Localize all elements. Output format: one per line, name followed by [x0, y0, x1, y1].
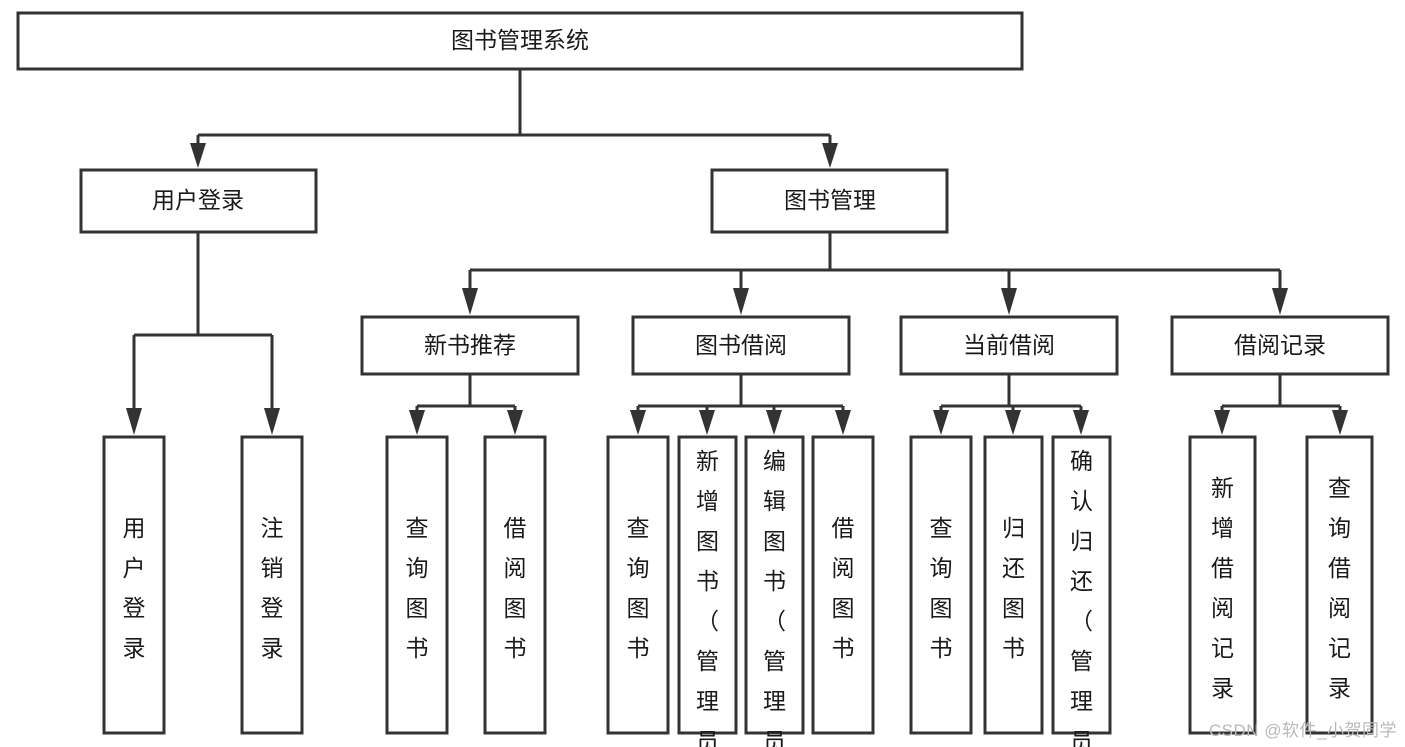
leaf-node-label: 借阅图书 [504, 515, 527, 661]
arrow-head-current-borrow [1001, 288, 1017, 315]
leaf-node[interactable]: 编辑图书（管理员） [744, 435, 805, 747]
node-root[interactable]: 图书管理系统 [16, 11, 1024, 71]
leaf-node-label: 注销登录 [261, 515, 284, 661]
node-book-management-label: 图书管理 [784, 187, 876, 213]
node-new-book-recommend-box[interactable] [360, 315, 580, 376]
arrow-head-leaf-query-record [1332, 410, 1348, 435]
node-root-box[interactable] [16, 11, 1024, 71]
node-book-borrow-box[interactable] [631, 315, 851, 376]
arrow-head-leaf-confirm-return [1073, 410, 1089, 435]
leaf-node[interactable]: 用户登录 [102, 435, 166, 735]
arrow-head-leaf-add-record [1214, 410, 1230, 435]
arrow-head-leaf-borrow-book-1 [507, 410, 523, 435]
leaf-node-box[interactable] [744, 435, 805, 735]
leaf-node-box[interactable] [385, 435, 449, 735]
node-book-borrow-label: 图书借阅 [695, 332, 787, 358]
leaf-node[interactable]: 新增图书（管理员） [677, 435, 738, 747]
node-new-book-recommend-label: 新书推荐 [424, 332, 516, 358]
leaf-node-label: 确认归还（管理员） [1070, 448, 1093, 747]
connector-layer [126, 69, 1348, 435]
arrow-head-user-login [190, 143, 206, 168]
node-current-borrow-box[interactable] [899, 315, 1119, 376]
leaf-node-label: 编辑图书（管理员） [763, 448, 786, 747]
leaf-node-label: 用户登录 [123, 515, 146, 661]
node-current-borrow[interactable]: 当前借阅 [899, 315, 1119, 376]
leaf-node[interactable]: 借阅图书 [483, 435, 547, 735]
leaf-node-box[interactable] [811, 435, 875, 735]
leaf-node-label: 查询图书 [627, 515, 650, 661]
leaf-node-box[interactable] [677, 435, 738, 735]
leaf-node-box[interactable] [483, 435, 547, 735]
leaf-node-box[interactable] [1305, 435, 1374, 735]
leaf-node-label: 新增借阅记录 [1211, 475, 1234, 701]
arrow-head-borrow-record [1272, 288, 1288, 315]
leaf-node-box[interactable] [240, 435, 304, 735]
arrow-head-leaf-query-book-3 [933, 410, 949, 435]
arrow-head-leaf-add-book [699, 410, 715, 435]
node-book-management-box[interactable] [710, 168, 949, 234]
arrow-head-new-book-rec [462, 288, 478, 315]
arrow-head-leaf-return-book [1005, 410, 1021, 435]
leaf-node-label: 查询图书 [930, 515, 953, 661]
leaf-node-box[interactable] [606, 435, 670, 735]
leaf-node-label: 查询借阅记录 [1328, 475, 1351, 701]
node-book-management[interactable]: 图书管理 [710, 168, 949, 234]
node-user-login-box[interactable] [79, 168, 318, 234]
arrow-head-leaf-borrow-book-2 [835, 410, 851, 435]
arrow-head-leaf-user-login [126, 408, 142, 435]
leaf-node[interactable]: 确认归还（管理员） [1051, 435, 1112, 747]
node-user-login-label: 用户登录 [152, 187, 244, 213]
leaf-node-label: 新增图书（管理员） [696, 448, 719, 747]
leaf-node-box[interactable] [983, 435, 1044, 735]
arrow-head-leaf-logout [264, 408, 280, 435]
leaf-node[interactable]: 查询图书 [909, 435, 973, 735]
leaf-node[interactable]: 查询借阅记录 [1305, 435, 1374, 735]
leaf-node-label: 借阅图书 [832, 515, 855, 661]
node-borrow-record[interactable]: 借阅记录 [1170, 315, 1390, 376]
node-new-book-recommend[interactable]: 新书推荐 [360, 315, 580, 376]
node-borrow-record-label: 借阅记录 [1234, 332, 1326, 358]
node-book-borrow[interactable]: 图书借阅 [631, 315, 851, 376]
leaf-node-label: 查询图书 [406, 515, 429, 661]
leaf-node-box[interactable] [102, 435, 166, 735]
arrow-head-leaf-query-book-1 [409, 410, 425, 435]
leaf-node[interactable]: 查询图书 [385, 435, 449, 735]
arrow-head-leaf-edit-book [766, 410, 782, 435]
node-root-label: 图书管理系统 [451, 27, 589, 53]
leaf-node[interactable]: 归还图书 [983, 435, 1044, 735]
leaf-node[interactable]: 注销登录 [240, 435, 304, 735]
node-current-borrow-label: 当前借阅 [963, 332, 1055, 358]
arrow-head-leaf-query-book-2 [630, 410, 646, 435]
leaf-node-layer: 用户登录 注销登录 查询图书 借阅图书 查询图书 新增图书（管理员） 编辑图书（管理员） 借阅… [102, 435, 1374, 747]
leaf-node[interactable]: 查询图书 [606, 435, 670, 735]
leaf-node-label: 归还图书 [1002, 515, 1025, 661]
leaf-node-box[interactable] [909, 435, 973, 735]
node-borrow-record-box[interactable] [1170, 315, 1390, 376]
arrow-head-book-borrow [733, 288, 749, 315]
arrow-head-book-mgmt [822, 143, 838, 168]
node-user-login[interactable]: 用户登录 [79, 168, 318, 234]
leaf-node-box[interactable] [1051, 435, 1112, 735]
leaf-node[interactable]: 借阅图书 [811, 435, 875, 735]
leaf-node-box[interactable] [1188, 435, 1257, 735]
leaf-node[interactable]: 新增借阅记录 [1188, 435, 1257, 735]
